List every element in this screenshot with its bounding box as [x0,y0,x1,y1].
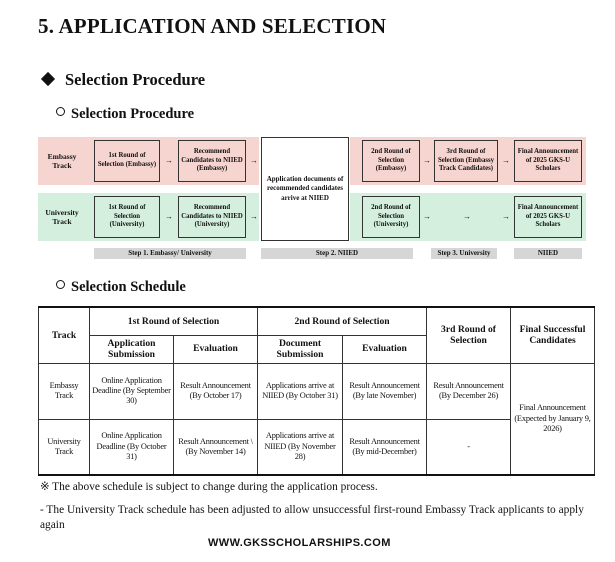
embassy-r1-app-cell: Online Application Deadline (By Septembe… [89,362,174,420]
embassy-r3-cell: Result Announcement (By December 26) [426,362,512,420]
schedule-subtitle: Selection Schedule [56,279,186,296]
university-track-cell: University Track [38,418,90,476]
embassy-round1-box: 1st Round of Selection (Embassy) [94,140,160,182]
procedure-subtitle: Selection Procedure [56,106,194,123]
university-final-box: Final Announcement of 2025 GKS-U Scholar… [514,196,582,238]
step2-label: Step 2. NIIED [261,248,413,259]
arrow-icon: → [165,212,173,221]
university-track-note: - The University Track schedule has been… [40,504,584,532]
header-evaluation: Evaluation [172,334,259,364]
header-final: Final Successful Candidates [510,306,596,364]
university-r2-eval-cell: Result Announcement (By mid-December) [342,418,428,476]
university-r2-doc-cell: Applications arrive at NIIED (By Novembe… [257,418,344,476]
university-r1-app-cell: Online Application Deadline (By October … [89,418,174,476]
embassy-track-label: Embassy Track [47,151,77,170]
header-evaluation-2: Evaluation [342,334,428,364]
arrow-icon: → [463,212,471,221]
embassy-recommend-box: Recommend Candidates to NIIED (Embassy) [178,140,246,182]
university-r3-cell: - [426,418,512,476]
embassy-r1-eval-cell: Result Announcement (By October 17) [172,362,259,420]
website-footer: WWW.GKSSCHOLARSHIPS.COM [208,537,391,549]
header-app-submission: Application Submission [89,334,174,364]
embassy-final-box: Final Announcement of 2025 GKS-U Scholar… [514,140,582,182]
step1-label: Step 1. Embassy/ University [94,248,246,259]
header-doc-submission: Document Submission [257,334,344,364]
arrow-icon: → [502,156,510,165]
university-round2-box: 2nd Round of Selection (University) [362,196,420,238]
embassy-round2-box: 2nd Round of Selection (Embassy) [362,140,420,182]
step4-label: NIIED [514,248,582,259]
page-heading: 5. APPLICATION AND SELECTION [38,14,387,38]
arrow-icon: → [423,212,431,221]
arrow-icon: → [423,156,431,165]
header-round1: 1st Round of Selection [88,306,259,336]
embassy-track-cell: Embassy Track [38,362,90,420]
circle-bullet-icon [56,280,65,289]
step3-label: Step 3. University [431,248,497,259]
embassy-r2-eval-cell: Result Announcement (By late November) [342,362,428,420]
header-round3: 3rd Round of Selection [426,306,512,364]
procedure-subtitle-text: Selection Procedure [71,106,195,122]
arrow-icon: → [250,156,258,165]
arrow-icon: → [502,212,510,221]
header-round2: 2nd Round of Selection [257,306,428,336]
embassy-r2-doc-cell: Applications arrive at NIIED (By October… [257,362,344,420]
final-announcement-cell: Final Announcement (Expected by January … [510,362,596,476]
embassy-round3-box: 3rd Round of Selection (Embassy Track Ca… [434,140,498,182]
university-r1-eval-cell: Result Announcement \ (By November 14) [172,418,259,476]
university-round1-box: 1st Round of Selection (University) [94,196,160,238]
header-track: Track [38,306,90,364]
section-title: Selection Procedure [40,70,205,90]
table-row: University Track Online Application Dead… [38,418,595,476]
university-track-label: University Track [45,207,79,226]
arrow-icon: → [250,212,258,221]
circle-bullet-icon [56,107,65,116]
table-row: Embassy Track Online Application Deadlin… [38,362,596,476]
schedule-table: Track 1st Round of Selection 2nd Round o… [38,306,596,476]
section-title-text: Selection Procedure [65,70,206,89]
diamond-bullet-icon [40,71,56,87]
arrow-icon: → [165,156,173,165]
university-recommend-box: Recommend Candidates to NIIED (Universit… [178,196,246,238]
schedule-note: ※ The above schedule is subject to chang… [40,481,378,493]
schedule-subtitle-text: Selection Schedule [71,279,186,295]
niied-arrival-box: Application documents of recommended can… [261,137,349,241]
